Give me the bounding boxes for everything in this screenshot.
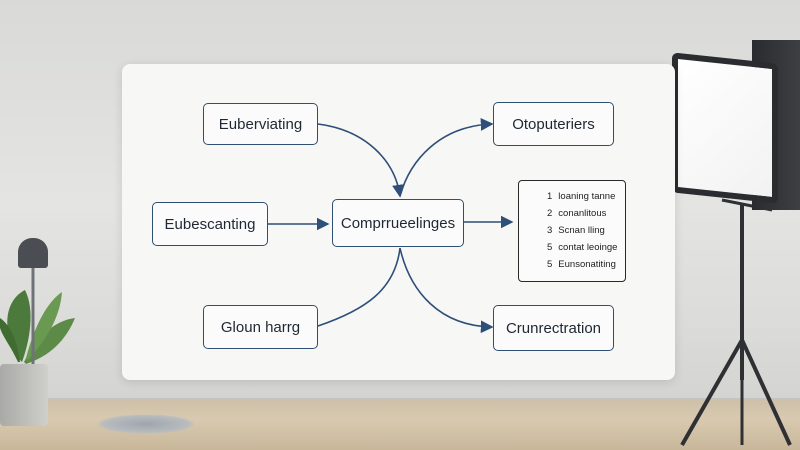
node-left-middle: Eubescanting (152, 202, 268, 246)
node-left-bottom: Gloun harrg (203, 305, 318, 349)
baseboard (0, 398, 800, 400)
list-item-text: Scnan lling (558, 225, 605, 236)
lamp-icon (18, 238, 48, 268)
list-item-text: loaning tanne (558, 191, 616, 202)
node-center: Comprrueelinges (332, 199, 464, 247)
list-item: 1 loaning tanne (547, 191, 625, 208)
node-right-bottom: Crunrectration (493, 305, 614, 351)
list-item-number: 3 (547, 225, 553, 236)
connector-top-left (317, 123, 405, 198)
list-item: 5 contat leoinge (547, 242, 625, 259)
node-right-top: Otoputeriers (493, 102, 614, 146)
list-item-text: conanlitous (558, 208, 607, 219)
connector-top-right (399, 118, 494, 197)
connector-bottom-left (317, 247, 401, 327)
list-item: 5 Eunsonatiting (547, 259, 625, 276)
plant-icon (0, 290, 75, 364)
node-left-top: Euberviating (203, 103, 318, 145)
plant-pot (0, 364, 48, 426)
list-item-number: 1 (547, 191, 553, 202)
list-item: 2 conanlitous (547, 208, 625, 225)
list-item-text: Eunsonatiting (558, 259, 616, 270)
list-item-text: contat leoinge (558, 242, 618, 253)
list-item: 3 Scnan lling (547, 225, 625, 242)
list-item-number: 2 (547, 208, 553, 219)
connector-bottom-right (399, 247, 494, 334)
floor-disc (96, 414, 196, 434)
list-item-number: 5 (547, 259, 553, 270)
numbered-list-box: 1 loaning tanne 2 conanlitous 3 Scnan ll… (518, 180, 626, 282)
light-stand-icon (680, 198, 792, 446)
list-item-number: 5 (547, 242, 553, 253)
